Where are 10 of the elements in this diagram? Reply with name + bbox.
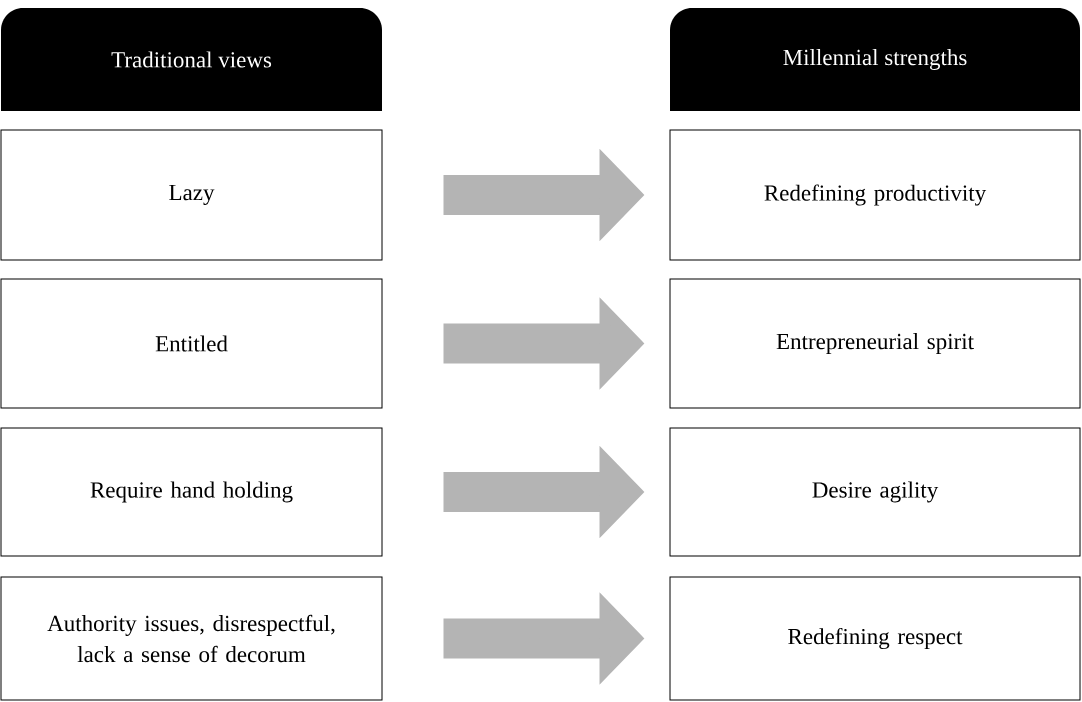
text-box: Desire agility (669, 427, 1081, 557)
header-box: Traditional views (1, 8, 382, 111)
header-box: Millennial strengths (670, 8, 1080, 111)
text-box: Authority issues, disrespectful, lack a sense of decorum (0, 576, 383, 701)
text-box: Redefining productivity (669, 129, 1081, 261)
text-box: Lazy (0, 129, 383, 261)
text-box: Entitled (0, 278, 383, 409)
text-box: Entrepreneurial spirit (669, 278, 1081, 409)
text-box: Redefining respect (669, 576, 1081, 701)
text-box: Require hand holding (0, 427, 383, 557)
